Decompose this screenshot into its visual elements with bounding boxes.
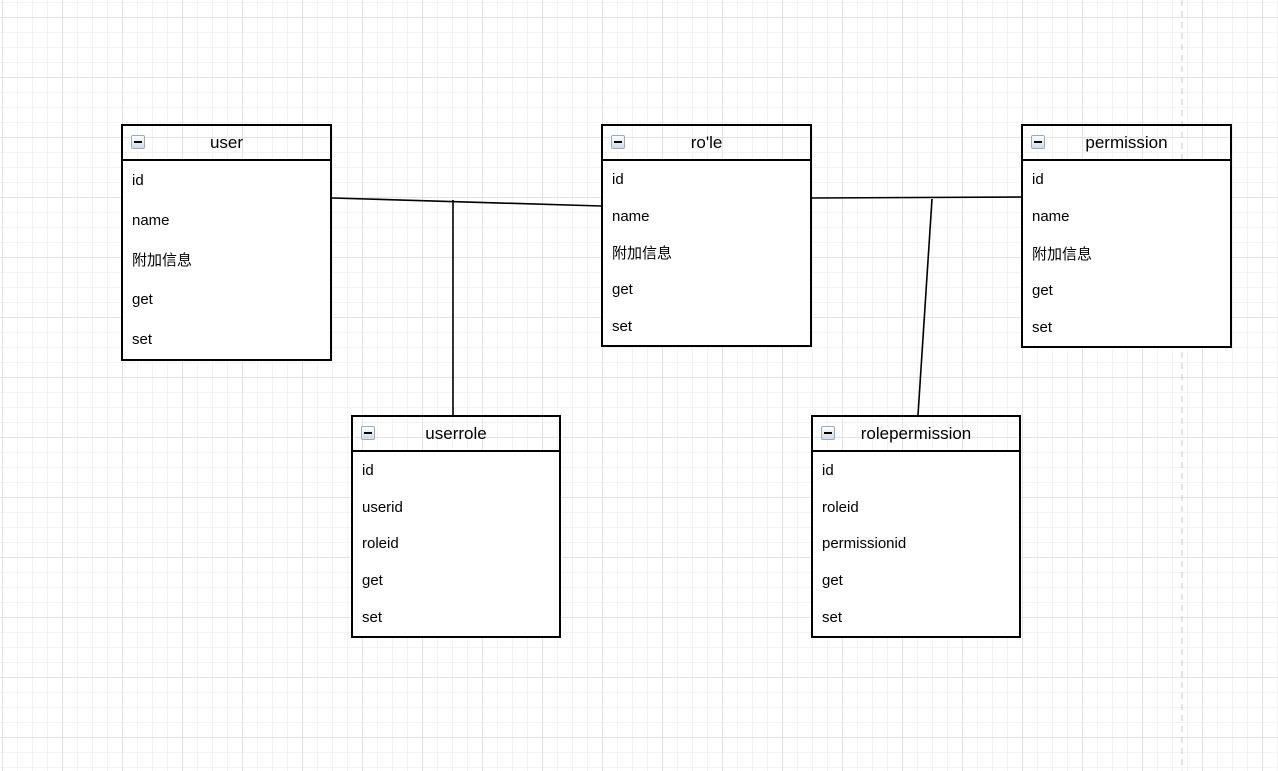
field-row-role[interactable]: set xyxy=(612,318,633,336)
field-row-permission[interactable]: 附加信息 xyxy=(1032,246,1093,263)
field-row-role[interactable]: name xyxy=(612,207,650,225)
field-row-rolepermission[interactable]: set xyxy=(822,609,843,627)
field-row-role[interactable]: 附加信息 xyxy=(612,245,673,263)
entity-rolepermission[interactable]: rolepermission id roleid permissionid get se… xyxy=(811,415,1021,638)
field-row-userrole[interactable]: roleid xyxy=(362,535,399,553)
entity-body: id name 附加信息 get set xyxy=(603,161,810,345)
field-row-permission[interactable]: get xyxy=(1032,282,1053,299)
entity-body: id name 附加信息 get set xyxy=(1023,161,1230,346)
connector-user-role[interactable] xyxy=(331,197,602,207)
entity-role[interactable]: ro'le id name 附加信息 get set xyxy=(601,124,812,347)
connector-role-permission[interactable] xyxy=(811,196,1022,199)
field-row-userrole[interactable]: userid xyxy=(362,498,403,516)
collapse-minus-icon[interactable] xyxy=(1031,135,1045,149)
field-row-userrole[interactable]: set xyxy=(362,609,383,627)
entity-userrole[interactable]: userrole id userid roleid get set xyxy=(351,415,561,638)
field-row-role[interactable]: get xyxy=(612,281,633,299)
collapse-minus-icon[interactable] xyxy=(131,135,145,149)
field-row-permission[interactable]: name xyxy=(1032,208,1070,225)
entity-body: id name 附加信息 get set xyxy=(123,161,330,359)
entity-title-row[interactable]: permission xyxy=(1023,126,1230,161)
field-row-rolepermission[interactable]: roleid xyxy=(822,498,859,516)
field-row-rolepermission[interactable]: permissionid xyxy=(822,535,907,553)
entity-title-row[interactable]: ro'le xyxy=(603,126,810,161)
field-row-role[interactable]: id xyxy=(612,170,624,188)
entity-title: ro'le xyxy=(690,132,723,152)
field-row-userrole[interactable]: get xyxy=(362,572,383,590)
entity-body: id roleid permissionid get set xyxy=(813,452,1019,636)
entity-title: rolepermission xyxy=(860,423,972,443)
connector-rolepermission-branch[interactable] xyxy=(917,198,933,416)
entity-title: user xyxy=(209,132,244,152)
field-row-rolepermission[interactable]: id xyxy=(822,461,834,479)
entity-body: id userid roleid get set xyxy=(353,452,559,636)
entity-title-row[interactable]: user xyxy=(123,126,330,161)
collapse-minus-icon[interactable] xyxy=(361,426,375,440)
field-row-user[interactable]: get xyxy=(132,291,153,309)
field-row-user[interactable]: 附加信息 xyxy=(132,252,193,270)
entity-title: userrole xyxy=(425,423,487,443)
field-row-user[interactable]: set xyxy=(132,330,153,348)
field-row-permission[interactable]: id xyxy=(1032,171,1044,188)
field-row-rolepermission[interactable]: get xyxy=(822,572,843,590)
field-row-userrole[interactable]: id xyxy=(362,461,374,479)
entity-title: permission xyxy=(1085,132,1168,152)
entity-user[interactable]: user id name 附加信息 get set xyxy=(121,124,332,361)
entity-permission[interactable]: permission id name 附加信息 get set xyxy=(1021,124,1232,348)
entity-title-row[interactable]: rolepermission xyxy=(813,417,1019,452)
field-row-user[interactable]: name xyxy=(132,211,170,229)
entity-title-row[interactable]: userrole xyxy=(353,417,559,452)
collapse-minus-icon[interactable] xyxy=(611,135,625,149)
field-row-permission[interactable]: set xyxy=(1032,319,1053,336)
field-row-user[interactable]: id xyxy=(132,172,144,190)
collapse-minus-icon[interactable] xyxy=(821,426,835,440)
